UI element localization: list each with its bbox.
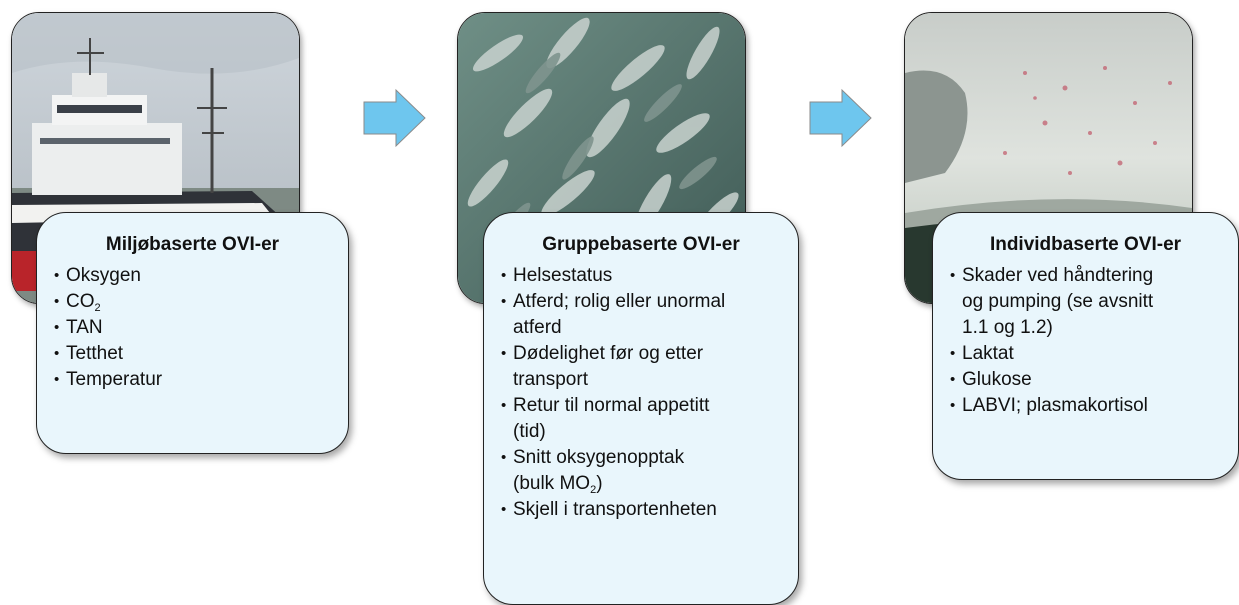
list-item: Glukose [950,367,1238,393]
list-item: Laktat [950,341,1238,367]
list-item: Snitt oksygenopptak(bulk MO2) [501,445,798,497]
list-item: Oksygen [54,263,348,289]
group-card: Gruppebaserte OVI-er Helsestatus Atferd;… [483,212,799,605]
arrow-right-icon [809,88,872,148]
list-item: CO2 [54,289,348,315]
card-title: Miljøbaserte OVI-er [105,234,280,255]
list-item: Helsestatus [501,263,798,289]
list-item: TAN [54,315,348,341]
environment-card: Miljøbaserte OVI-er Oksygen CO2 TAN Tett… [36,212,349,454]
arrow-right-icon [363,88,426,148]
individual-card: Individbaserte OVI-er Skader ved håndter… [932,212,1239,480]
list-item: Temperatur [54,367,348,393]
card-title: Individbaserte OVI-er [989,234,1182,255]
list-item: Retur til normal appetitt(tid) [501,393,798,445]
list-item: Skjell i transportenheten [501,497,798,523]
indicator-list: Oksygen CO2 TAN Tetthet Temperatur [54,263,348,393]
card-title: Gruppebaserte OVI-er [542,234,740,255]
indicator-list: Helsestatus Atferd; rolig eller unormala… [501,263,798,523]
list-item: LABVI; plasmakortisol [950,393,1238,419]
list-item: Tetthet [54,341,348,367]
